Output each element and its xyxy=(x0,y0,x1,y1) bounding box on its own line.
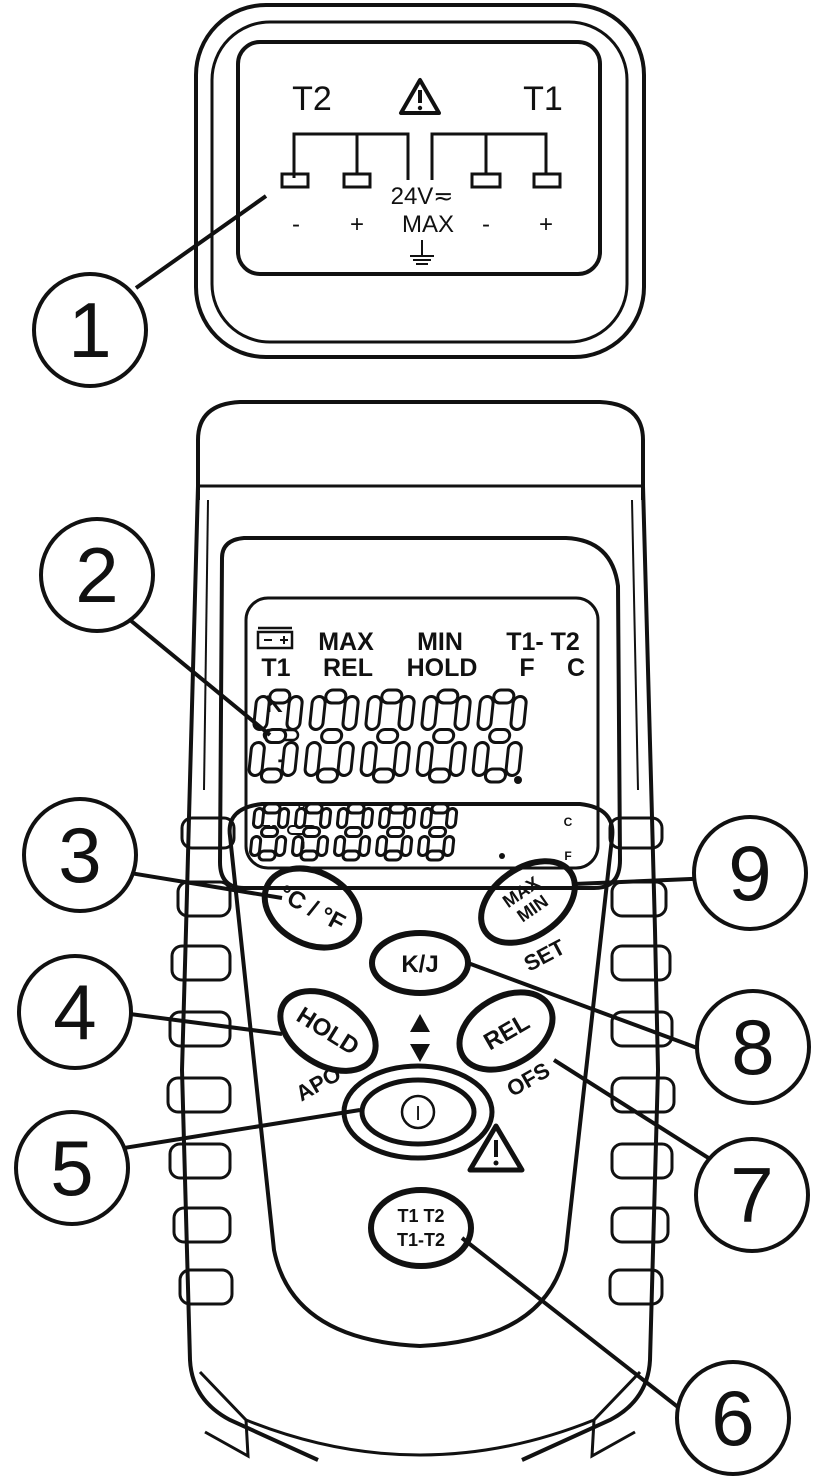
connector-housing-outer xyxy=(194,3,646,359)
lcd-small-c-label: C xyxy=(564,815,573,829)
lcd-rel-label: REL xyxy=(323,654,373,682)
primary-digit-1 xyxy=(247,688,304,784)
display-window: MAX MIN T1- T2 T1 REL HOLD F C K J T2 K … xyxy=(217,536,623,890)
svg-text:2: 2 xyxy=(75,531,118,619)
voltage-rating-label: 24V≂ xyxy=(391,183,454,210)
svg-text:9: 9 xyxy=(728,829,771,917)
t2-plus-label: + xyxy=(350,211,364,238)
svg-text:3: 3 xyxy=(58,811,101,899)
svg-text:5: 5 xyxy=(50,1124,93,1212)
lcd-t1-label: T1 xyxy=(261,654,290,682)
callout-7: 7 xyxy=(694,1137,810,1253)
t2-plus-pin xyxy=(342,172,372,189)
callout-4: 4 xyxy=(17,954,133,1070)
callout-3: 3 xyxy=(22,797,138,913)
lcd-max-label: MAX xyxy=(318,628,374,656)
max-label: MAX xyxy=(402,211,454,238)
secondary-decimal-point xyxy=(499,853,505,859)
t1-terminal-label: T1 xyxy=(523,80,563,118)
meter-body xyxy=(166,400,676,1462)
lcd-hold-label: HOLD xyxy=(407,654,478,682)
keypad-outline xyxy=(227,802,615,1349)
callout-9: 9 xyxy=(692,815,808,931)
svg-text:7: 7 xyxy=(730,1151,773,1239)
primary-digit-5 xyxy=(471,688,528,784)
svg-text:8: 8 xyxy=(731,1003,774,1091)
t1t2-label-top: T1 T2 xyxy=(397,1206,444,1226)
t1-minus-label: - xyxy=(482,211,490,238)
lcd-t1-t2-label: T1- T2 xyxy=(506,628,580,656)
t1t2-label-bottom: T1-T2 xyxy=(397,1230,445,1250)
power-icon: I xyxy=(400,1094,436,1130)
t2-minus-pin xyxy=(280,172,310,189)
lcd-c-label: C xyxy=(567,654,585,682)
svg-text:4: 4 xyxy=(53,968,96,1056)
kj-label: K/J xyxy=(401,951,438,978)
lcd-min-label: MIN xyxy=(417,628,463,656)
power-button[interactable]: I xyxy=(341,1063,495,1161)
t1-minus-pin xyxy=(470,172,502,189)
secondary-digit-3 xyxy=(333,802,375,862)
lcd-small-f-label: F xyxy=(564,849,571,863)
primary-digit-3 xyxy=(359,688,416,784)
power-warning-icon xyxy=(467,1123,525,1173)
display-bezel xyxy=(217,536,623,890)
svg-text:6: 6 xyxy=(711,1374,754,1462)
up-down-arrows-icon xyxy=(410,1014,430,1062)
left-grip xyxy=(166,816,236,1306)
t1-plus-pin xyxy=(532,172,562,189)
lcd-f-label: F xyxy=(519,654,534,682)
callout-1: 1 xyxy=(32,272,148,388)
power-label: I xyxy=(415,1103,421,1125)
secondary-digits xyxy=(249,802,459,862)
primary-digits xyxy=(247,688,528,784)
kj-button[interactable]: K/J xyxy=(369,930,471,996)
warning-icon xyxy=(399,78,441,115)
rel-label: REL xyxy=(479,1009,534,1056)
secondary-digit-4 xyxy=(375,802,417,862)
right-grip xyxy=(608,816,676,1306)
battery-icon xyxy=(256,626,294,650)
connector-face xyxy=(236,40,602,276)
t1-t2-select-button[interactable]: T1 T2 T1-T2 xyxy=(368,1187,474,1269)
t1-plus-label: + xyxy=(539,211,553,238)
secondary-digit-1 xyxy=(249,802,291,862)
t2-minus-label: - xyxy=(292,211,300,238)
max-min-button[interactable]: MAX MIN xyxy=(466,844,590,959)
ground-icon xyxy=(410,240,434,265)
callout-8: 8 xyxy=(695,989,811,1105)
callout-2: 2 xyxy=(39,517,155,633)
primary-digit-2 xyxy=(303,688,360,784)
t2-terminal-label: T2 xyxy=(292,80,332,118)
connector-housing-inner xyxy=(210,20,629,344)
callout-6: 6 xyxy=(675,1360,791,1476)
primary-digit-4 xyxy=(415,688,472,784)
connector-panel: T2 T1 24V≂ MAX - + - + xyxy=(194,3,646,359)
primary-decimal-point xyxy=(514,776,522,784)
lcd-panel xyxy=(244,596,600,870)
secondary-digit-5 xyxy=(417,802,459,862)
svg-text:1: 1 xyxy=(68,286,111,374)
secondary-digit-2 xyxy=(291,802,333,862)
callout-5: 5 xyxy=(14,1110,130,1226)
